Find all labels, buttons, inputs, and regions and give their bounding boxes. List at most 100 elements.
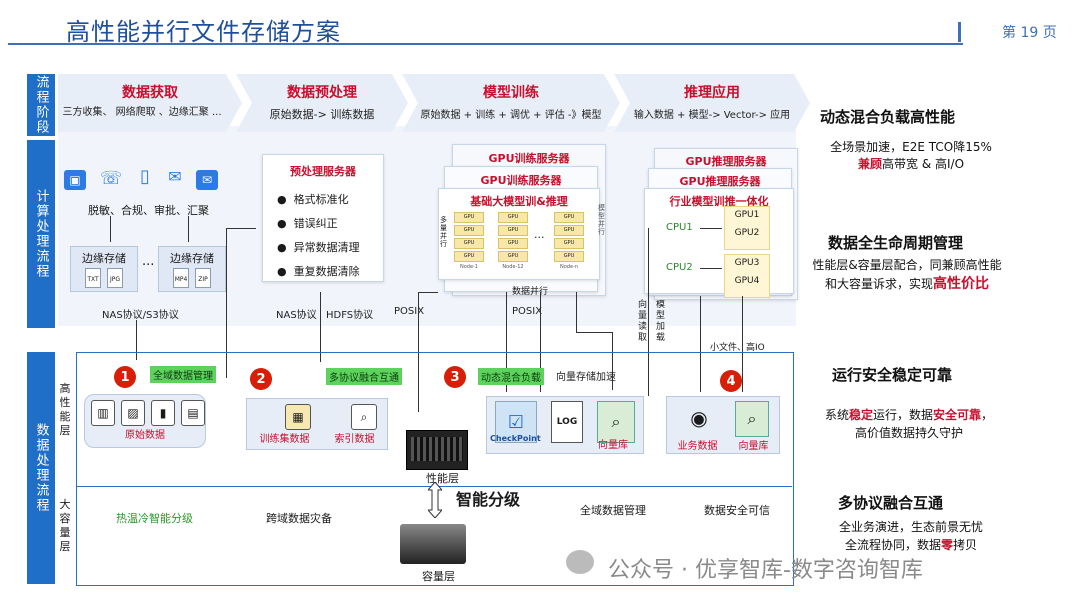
tag-dynamic-load: 动态混合负载: [478, 368, 544, 385]
benefit-text-rest: 运行，数据: [872, 408, 933, 422]
infer-cluster-card: 行业模型训推一体化: [644, 188, 794, 294]
tiering-label: 智能分级: [456, 490, 521, 509]
checkpoint-log-vector-store: ☑ LOG ⌕: [486, 396, 644, 454]
file-icon: TXT: [85, 268, 101, 288]
arrow-line: [226, 228, 256, 229]
vector-db-icon: ⌕: [735, 401, 769, 437]
capacity-server: [400, 524, 466, 564]
mail-icon: ✉: [196, 170, 218, 190]
train-protocol: POSIX: [512, 306, 543, 317]
page-title: 高性能并行文件存储方案: [66, 18, 341, 46]
gpu-chip: GPU: [554, 251, 584, 262]
edge-storage-label: 边缘存储: [82, 252, 126, 265]
stage-title: 模型训练: [483, 85, 539, 101]
benefit-text: 全业务演进，生态前景无忧: [838, 520, 983, 534]
step-2-badge: 2: [250, 368, 272, 390]
gpu-infer-server-title: GPU推理服务器: [679, 175, 761, 188]
file-icon: JPG: [107, 268, 123, 288]
cap-item-text: 热温冷智能分级: [116, 512, 193, 525]
train-index-store: ▦ ⌕ 训练集数据 索引数据: [246, 398, 388, 450]
nas-protocol: NAS协议: [276, 310, 317, 321]
multi-parallel-label: 多量并行: [440, 216, 447, 248]
biz-data-label: 业务数据: [677, 441, 718, 452]
connector-line: [110, 216, 111, 242]
gpu-train-server-title: GPU训练服务器: [488, 152, 570, 165]
gpu-1: GPU1: [734, 210, 760, 220]
emph-text: 稳定: [848, 408, 873, 422]
bullet-text: 重复数据清除: [293, 265, 360, 278]
gpu-chip: GPU: [454, 212, 484, 223]
benefit-text-rest: 高带宽 & 高I/O: [882, 157, 965, 171]
double-arrow-icon: [426, 481, 444, 519]
perf-layer-server: [406, 430, 468, 470]
gpu-chip: GPU: [454, 238, 484, 249]
index-search-icon: ⌕: [351, 404, 377, 430]
stage-desc: 原始数据-> 训练数据: [269, 108, 375, 121]
arrow-line: [506, 292, 507, 392]
arrow-line: [226, 228, 227, 378]
infer-cluster-title: 行业模型训推一体化: [669, 195, 769, 208]
stage-training: 模型训练 原始数据 + 训练 + 调优 + 评估 -》模型: [402, 74, 620, 132]
hdfs-protocol: HDFS协议: [326, 310, 374, 321]
bullet-text: 错误纠正: [293, 217, 338, 230]
benefit-text: 全场景加速，E2E TCO降15%: [830, 140, 992, 154]
sidebar-compute: 计算处理流程: [27, 140, 55, 328]
cap-item: 全域数据管理: [580, 504, 646, 517]
bullet-text: 格式标准化: [293, 193, 349, 206]
small-file-label: 小文件、高IO: [710, 343, 765, 353]
model-parallel-label: 模型并行: [598, 204, 605, 236]
training-set-icon: ▦: [285, 404, 311, 430]
gpu-2: GPU2: [734, 228, 760, 238]
sidebar-data: 数据处理流程: [27, 352, 55, 584]
biz-vector-store: ◉ ⌕ 业务数据 向量库: [666, 396, 780, 454]
gpu-chip: GPU: [454, 251, 484, 262]
ellipsis: ...: [534, 228, 545, 241]
stage-preprocess: 数据预处理 原始数据-> 训练数据: [236, 74, 408, 132]
train-cluster-title: 基础大模型训&推理: [470, 195, 568, 208]
headset-icon: ☏: [99, 167, 123, 189]
tag-multi-protocol: 多协议融合互通: [326, 368, 402, 385]
emph-text: 高性价比: [933, 276, 989, 292]
ellipsis: ...: [142, 254, 155, 269]
benefit-text-rest: 拷贝: [953, 538, 978, 552]
arrow-line: [136, 320, 137, 360]
raw-data-label: 原始数据: [125, 430, 165, 441]
step-1-badge: 1: [114, 366, 136, 388]
benefit-text-rest: 全流程协同，数据: [844, 538, 941, 552]
benefit-text-rest: 系统: [824, 408, 849, 422]
arrow-line: [576, 332, 612, 333]
cap-item: 数据安全可信: [704, 504, 770, 517]
bullet-item: ● 异常数据清理: [277, 241, 360, 254]
step-4-badge: 4: [720, 370, 742, 392]
chat-icon: ✉: [168, 166, 182, 186]
page-number: 第 19 页: [1002, 25, 1057, 41]
stage-desc: 原始数据 + 训练 + 调优 + 评估 -》模型: [420, 110, 602, 121]
benefit-text: 和大容量诉求，实现高性价比: [792, 273, 1022, 293]
emph-text: 零: [940, 538, 953, 552]
gpu-chip: GPU: [498, 251, 528, 262]
index-label: 索引数据: [334, 434, 375, 445]
bullet-item: ● 格式标准化: [277, 193, 349, 206]
cpu-gpu-link: [700, 268, 722, 269]
gpu-infer-server-title: GPU推理服务器: [685, 155, 767, 168]
benefit-text: 性能层&容量层配合，同兼顾高性能: [812, 258, 1002, 272]
benefit-heading: 数据全生命周期管理: [828, 234, 964, 252]
arrow-line: [540, 292, 541, 392]
gpu-train-server-title: GPU训练服务器: [480, 174, 562, 187]
data-parallel-label: 数据并行: [512, 287, 549, 297]
cpu-2: CPU2: [666, 262, 693, 273]
gpu-3: GPU3: [734, 258, 760, 268]
arrow-line: [648, 228, 649, 396]
image-icon: ▨: [121, 400, 145, 426]
vector-accel-label: 向量存储加速: [556, 372, 616, 383]
data-process-frame: [76, 352, 794, 586]
node-label: Node-12: [502, 264, 524, 270]
gpu-group-2: GPU3 GPU4: [724, 254, 770, 298]
emph-text: 兼顾: [857, 157, 882, 171]
tag-global-data: 全域数据管理: [150, 366, 216, 383]
checkpoint-icon: ☑: [495, 401, 537, 443]
node-label: Node-1: [459, 264, 479, 270]
sidebar-stage-label: 流程阶段: [33, 75, 49, 135]
